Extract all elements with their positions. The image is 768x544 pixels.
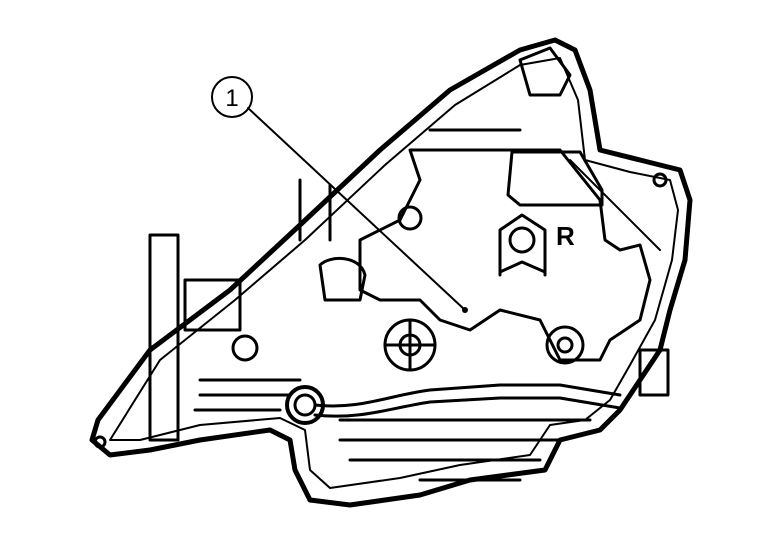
top-tab [518, 46, 572, 97]
callout-leader-line [247, 107, 466, 311]
wiring-harness [313, 383, 622, 418]
socket-right-inner [556, 336, 574, 354]
mount-left [231, 334, 259, 362]
housing-inner-outline [109, 57, 679, 489]
callout-circle [211, 76, 253, 118]
socket-lower-inner [293, 393, 317, 417]
lower-flange [193, 378, 302, 412]
bracket-left [148, 233, 180, 442]
upper-mount [397, 205, 423, 231]
upper-rib [298, 128, 522, 242]
bottom-housing [338, 418, 592, 482]
leader-line-right [569, 159, 661, 251]
connector-right [638, 348, 670, 397]
mount-bottom-left [93, 435, 107, 449]
reflector-plate [506, 150, 604, 207]
adjuster-bracket [498, 213, 547, 277]
callout-number: 1 [225, 85, 238, 112]
callout-target-dot [462, 307, 468, 313]
adjuster-ring [508, 226, 536, 254]
mount-top-right [652, 172, 668, 188]
side-label: R [556, 221, 575, 251]
upper-panel [358, 148, 652, 362]
adjuster-base [498, 260, 547, 274]
socket-right [545, 325, 585, 365]
bracket-left-tab [183, 278, 242, 332]
housing-outline [89, 37, 693, 508]
lamp-cap [318, 256, 367, 302]
socket-main-cross [383, 318, 437, 372]
